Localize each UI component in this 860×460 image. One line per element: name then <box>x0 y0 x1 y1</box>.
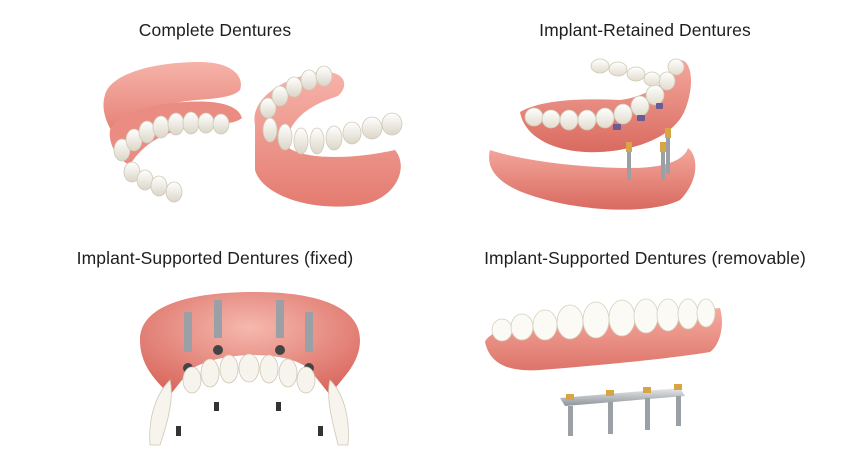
removable-denture-shape <box>485 298 722 371</box>
caption-implant-retained-dentures: Implant-Retained Dentures <box>539 20 751 40</box>
implant-posts <box>626 128 671 180</box>
panel-complete-dentures: Complete Dentures <box>0 0 430 230</box>
complete-denture-illustration <box>103 62 403 207</box>
caption-complete-dentures: Complete Dentures <box>138 20 292 40</box>
bridge-screws <box>176 402 323 436</box>
lower-gum-shape <box>489 148 696 210</box>
caption-implant-supported-removable: Implant-Supported Dentures (removable) <box>484 248 806 268</box>
removable-implant-denture-illustration <box>485 298 722 436</box>
implant-retained-denture-illustration <box>489 58 696 210</box>
panel-implant-retained-dentures: Implant-Retained Dentures <box>430 0 860 230</box>
caption-implant-supported-fixed: Implant-Supported Dentures (fixed) <box>76 248 354 268</box>
implant-posts <box>183 300 314 373</box>
implant-bar-assembly <box>560 384 685 436</box>
fixed-implant-denture-illustration <box>140 292 360 446</box>
panel-implant-supported-removable: Implant-Supported Dentures (removable) <box>430 230 860 460</box>
upper-denture-shape <box>103 62 242 203</box>
denture-base-shape <box>520 58 692 153</box>
fixed-bridge-teeth <box>149 353 349 446</box>
lower-denture-shape <box>254 65 403 207</box>
panel-implant-supported-fixed: Implant-Supported Dentures (fixed) <box>0 230 430 460</box>
